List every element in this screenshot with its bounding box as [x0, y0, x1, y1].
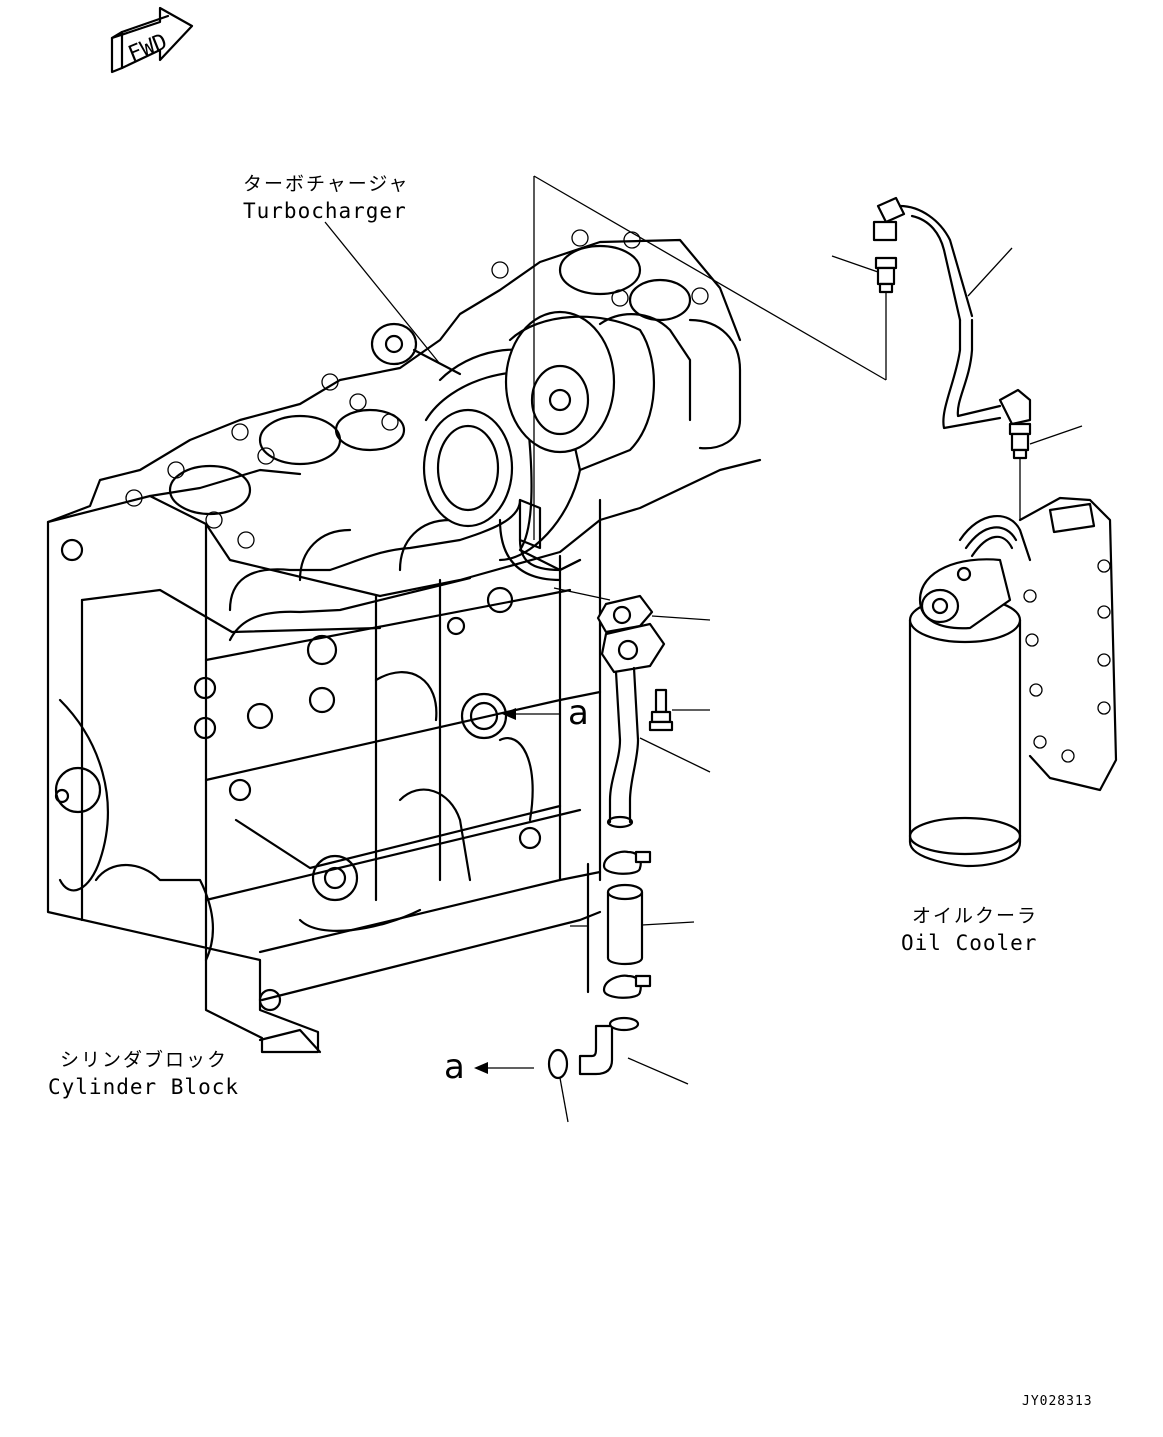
cylinder-block-label-ja: シリンダブロック: [60, 1049, 229, 1071]
reference-arrow-icon: [474, 1062, 534, 1074]
leader-lines: [324, 175, 1083, 1123]
cylinder-block-drawing: [46, 229, 762, 1054]
turbocharger-label-ja: ターボチャージャ: [243, 173, 410, 195]
turbocharger-drawing: [370, 310, 742, 582]
reference-arrow-icon: [502, 708, 560, 720]
drawing-code: JY028313: [1022, 1394, 1093, 1409]
turbocharger-label-en: Turbocharger: [243, 199, 407, 223]
fwd-arrow-icon: FWD: [110, 6, 194, 74]
reference-mark-a: a: [444, 1047, 465, 1087]
oil-drain-parts-drawing: [547, 594, 674, 1080]
oil-supply-hose-drawing: [872, 196, 1032, 460]
reference-mark-a: a: [568, 693, 589, 733]
cylinder-block-label-en: Cylinder Block: [48, 1075, 240, 1099]
oil-cooler-label-ja: オイルクーラ: [912, 905, 1039, 927]
oil-cooler-drawing: [908, 496, 1118, 868]
oil-cooler-label-en: Oil Cooler: [901, 931, 1038, 955]
